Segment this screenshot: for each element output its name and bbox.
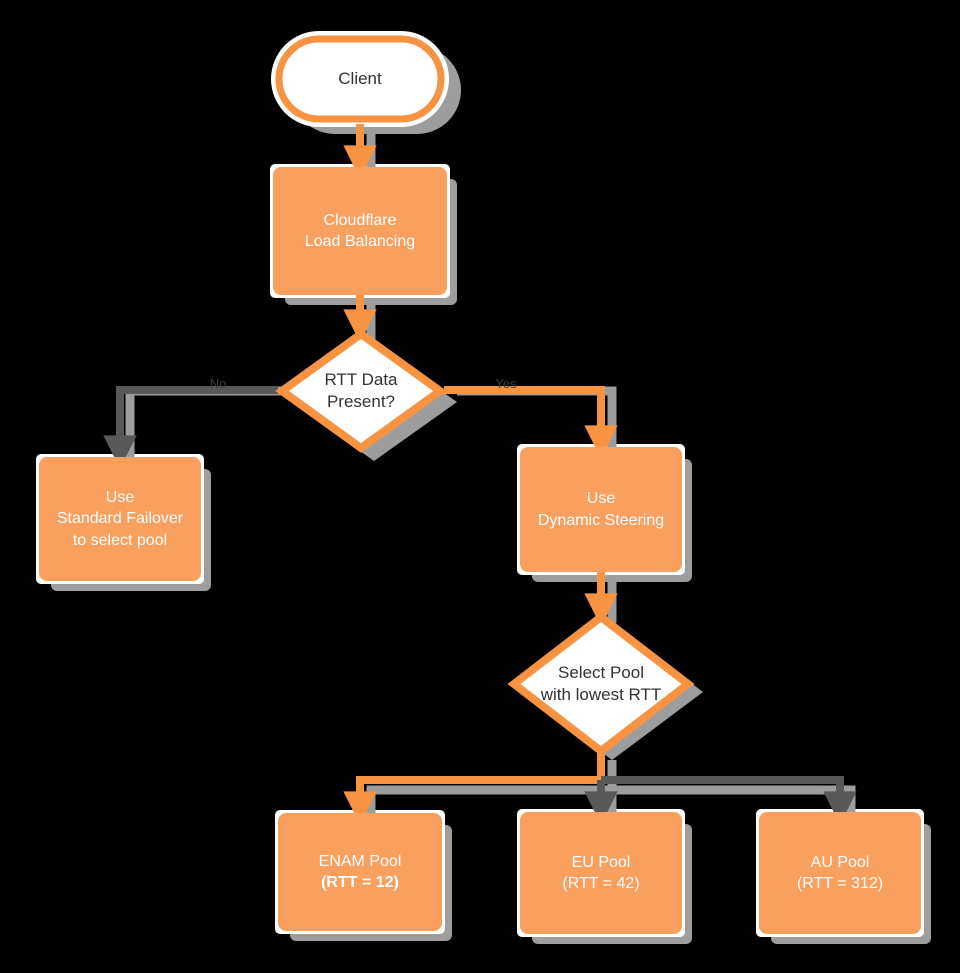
node-client[interactable] (275, 35, 445, 123)
enam-line-1: ENAM Pool (318, 852, 402, 870)
client-text: Client (338, 68, 382, 88)
eu-line-1: EU Pool (571, 853, 631, 871)
edge-label-no: No (209, 376, 227, 391)
enam-line-2: (RTT = 12) (321, 874, 399, 891)
failover-line-1: Use (105, 489, 135, 507)
node-rtt-data-present-label: RTT Data Present? (282, 334, 440, 448)
node-standard-failover-label: Use Standard Failover to select pool (34, 458, 206, 580)
node-au-pool[interactable] (759, 812, 921, 934)
node-dynamic-steering[interactable] (520, 447, 682, 572)
rtt-check-line-2: Present? (326, 392, 396, 411)
edge-rtt-to-dynamic (444, 386, 618, 459)
select-pool-line-1: Select Pool (558, 662, 644, 682)
node-eu-pool-label: EU Pool (RTT = 42) (521, 813, 681, 933)
edge-select-to-enam (343, 749, 605, 825)
node-cloudflare-load-balancing[interactable] (273, 167, 447, 295)
node-cloudflare-load-balancing-label: Cloudflare Load Balancing (274, 168, 446, 294)
node-dynamic-steering-label: Use Dynamic Steering (515, 448, 687, 571)
failover-line-3: to select pool (72, 531, 168, 549)
lb-line-2: Load Balancing (304, 233, 416, 250)
node-eu-pool[interactable] (520, 812, 682, 934)
dynamic-line-1: Use (586, 490, 616, 508)
node-au-pool-label: AU Pool (RTT = 312) (760, 813, 920, 933)
node-enam-pool[interactable] (278, 813, 442, 931)
edge-rtt-to-failover (103, 386, 278, 469)
node-client-label: Client (279, 39, 441, 119)
au-line-1: AU Pool (810, 853, 870, 871)
au-line-2: (RTT = 312) (796, 875, 884, 892)
node-standard-failover[interactable] (39, 457, 201, 581)
select-pool-line-2: with lowest RTT (540, 685, 662, 704)
rtt-check-line-1: RTT Data (324, 369, 398, 389)
edge-label-yes: Yes (495, 376, 517, 391)
node-select-pool-lowest-rtt-label: Select Pool with lowest RTT (510, 617, 692, 751)
node-enam-pool-label: ENAM Pool (RTT = 12) (279, 814, 441, 930)
node-rtt-data-present[interactable] (275, 329, 447, 453)
eu-line-2: (RTT = 42) (562, 875, 640, 892)
node-select-pool-lowest-rtt[interactable] (507, 611, 695, 757)
lb-line-1: Cloudflare (323, 211, 397, 229)
failover-line-2: Standard Failover (56, 510, 184, 528)
dynamic-line-2: Dynamic Steering (537, 511, 665, 529)
edge-select-to-au (601, 776, 857, 825)
